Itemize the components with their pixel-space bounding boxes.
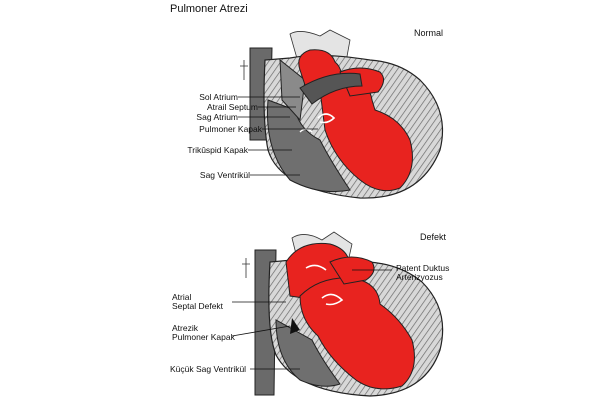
label-trikuspid-kapak: Trikûspid Kapak: [187, 145, 248, 155]
label-atrail-septum: Atrail Septum: [206, 102, 258, 112]
label-pulmoner-kapak: Pulmoner Kapak: [199, 124, 262, 134]
normal-pointers: [238, 96, 318, 176]
label-patent-duktus: Patent Duktus: [396, 263, 450, 273]
label-septal-defekt: Septal Defekt: [172, 301, 224, 311]
label-atrezik-pulmoner-kapak: Pulmoner Kapak: [172, 332, 235, 342]
defect-heart: [242, 231, 444, 397]
label-sag-ventrikul: Sag Ventrikül: [199, 170, 250, 180]
label-sag-atrium: Sag Atrium: [196, 112, 238, 122]
label-atrezik: Atrezik: [172, 323, 198, 333]
label-arterizyozus: Arterizyozus: [396, 272, 443, 282]
normal-heart: [240, 29, 444, 199]
label-sol-atrium: Sol Atrium: [199, 92, 238, 102]
defect-tag: Defekt: [420, 232, 447, 242]
label-atrial: Atrial: [172, 292, 192, 302]
normal-tag: Normal: [414, 28, 444, 38]
label-kucuk-sag-ventrikul: Küçük Sag Ventrikül: [170, 364, 247, 374]
diagram-title: Pulmoner Atrezi: [170, 3, 248, 15]
defect-pointers: [231, 269, 392, 370]
